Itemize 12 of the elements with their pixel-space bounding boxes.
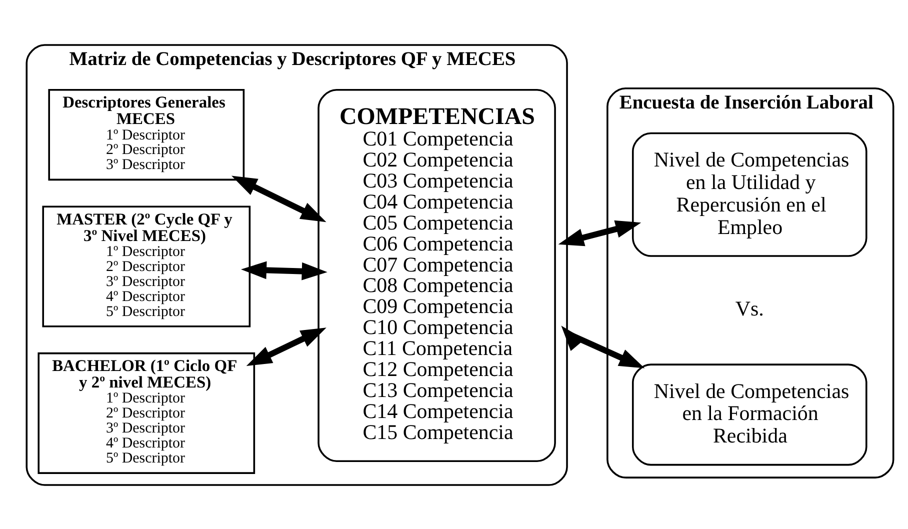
arrow [231, 175, 326, 222]
arrow [558, 220, 642, 246]
arrow [240, 260, 328, 280]
label: Vs. [735, 296, 764, 320]
arrow [561, 325, 645, 368]
node-box: MASTER (2º Cycle QF y 3º Nivel MECES) 1º Descriptor 2º Descriptor 3º Descriptor 4º Descriptor 5º Descriptor [42, 205, 251, 327]
node-box: BACHELOR (1º Ciclo QF y 2º nivel MECES) 1º Descriptor 2º Descriptor 3º Descriptor 4º Descriptor 5º Descriptor [38, 352, 256, 474]
node-box: Nivel de Competencias en la Formación Recibida [632, 363, 868, 466]
arrow [246, 327, 326, 366]
node-box: COMPETENCIAS C01 Competencia C02 Competencia C03 Competencia C04 Competencia C05 Competencia C06 Competencia C07 Competencia C08 Competencia C09 Competencia C10 Competencia C11 Competencia C12 Competencia C13 Competencia C14 Competencia C15 Competencia [318, 88, 556, 462]
node-box: Descriptores Generales MECES 1º Descriptor 2º Descriptor 3º Descriptor [48, 88, 245, 180]
node-box: Nivel de Competencias en la Utilidad y Repercusión en el Empleo [632, 132, 868, 256]
